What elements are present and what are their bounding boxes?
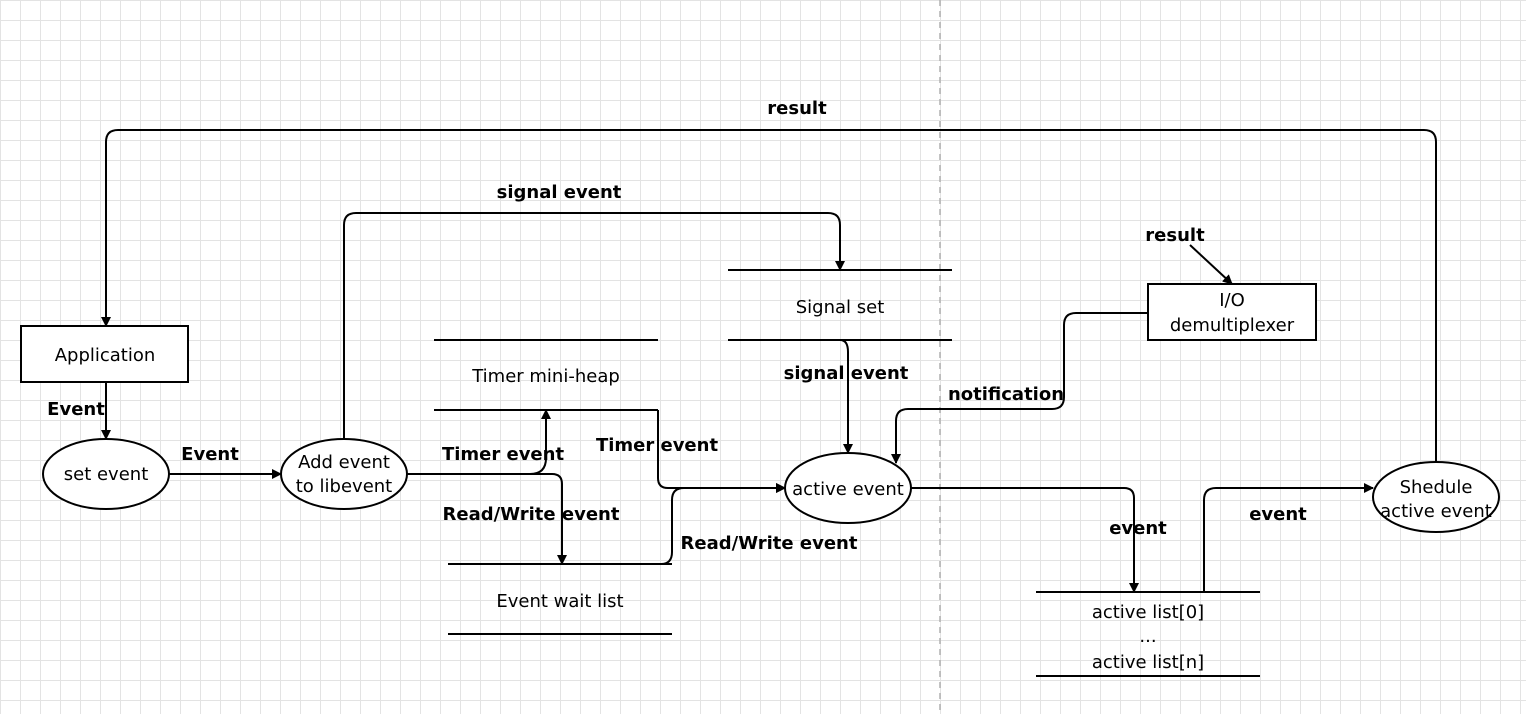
notification-label: notification xyxy=(948,384,1064,405)
edge-signal-event-top xyxy=(343,212,845,442)
timer-mini-heap-store: Timer mini-heap xyxy=(434,339,658,411)
io-demux-label-line1: I/O xyxy=(1219,290,1245,311)
add-event-node: Add event to libevent xyxy=(280,438,408,510)
event-wait-list-store: Event wait list xyxy=(448,563,672,635)
event-app-to-set-label: Event xyxy=(47,399,105,420)
result-top-label: result xyxy=(767,98,827,119)
signal-set-store: Signal set xyxy=(728,269,952,341)
active-list-n-label: active list[n] xyxy=(1092,652,1204,673)
event-to-schedule-label: event xyxy=(1249,504,1307,525)
signal-event-set-label: signal event xyxy=(784,363,909,384)
edge-notification xyxy=(891,312,1148,464)
application-label: Application xyxy=(55,345,156,366)
active-list-dots-label: ... xyxy=(1139,626,1156,647)
io-demultiplexer-box: I/O demultiplexer xyxy=(1147,283,1317,341)
active-event-label: active event xyxy=(792,479,904,500)
event-set-to-add-label: Event xyxy=(181,444,239,465)
edge-signalset-to-active xyxy=(839,339,853,454)
application-box: Application xyxy=(20,325,189,383)
set-event-node: set event xyxy=(42,438,170,510)
read-write-event-add-label: Read/Write event xyxy=(443,504,620,525)
schedule-label-line1: Shedule xyxy=(1400,477,1473,498)
edge-result-loop xyxy=(101,129,1437,474)
edge-timer-heap-to-active xyxy=(657,410,786,493)
signal-set-label: Signal set xyxy=(796,297,885,318)
schedule-label-line2: active event xyxy=(1380,501,1492,522)
edge-active-to-list xyxy=(910,487,1139,593)
add-event-label-line2: to libevent xyxy=(296,476,393,497)
io-demux-label-line2: demultiplexer xyxy=(1170,315,1295,336)
timer-mini-heap-label: Timer mini-heap xyxy=(471,366,620,387)
edge-result-to-io xyxy=(1189,244,1233,285)
event-wait-list-label: Event wait list xyxy=(496,591,623,612)
timer-event-add-label: Timer event xyxy=(442,444,565,465)
active-event-node: active event xyxy=(784,452,912,524)
signal-event-top-label: signal event xyxy=(497,182,622,203)
active-list-store: active list[0] ... active list[n] xyxy=(1036,591,1260,677)
set-event-label: set event xyxy=(64,464,149,485)
edge-list-to-schedule xyxy=(1203,483,1374,592)
edge-rw-event-to-waitlist xyxy=(407,473,567,565)
result-io-label: result xyxy=(1145,225,1205,246)
timer-event-heap-label: Timer event xyxy=(596,435,719,456)
event-to-list-label: event xyxy=(1109,518,1167,539)
active-list-0-label: active list[0] xyxy=(1092,602,1204,623)
schedule-active-event-node: Shedule active event xyxy=(1372,461,1500,533)
read-write-event-wait-label: Read/Write event xyxy=(681,533,858,554)
add-event-label-line1: Add event xyxy=(298,452,390,473)
